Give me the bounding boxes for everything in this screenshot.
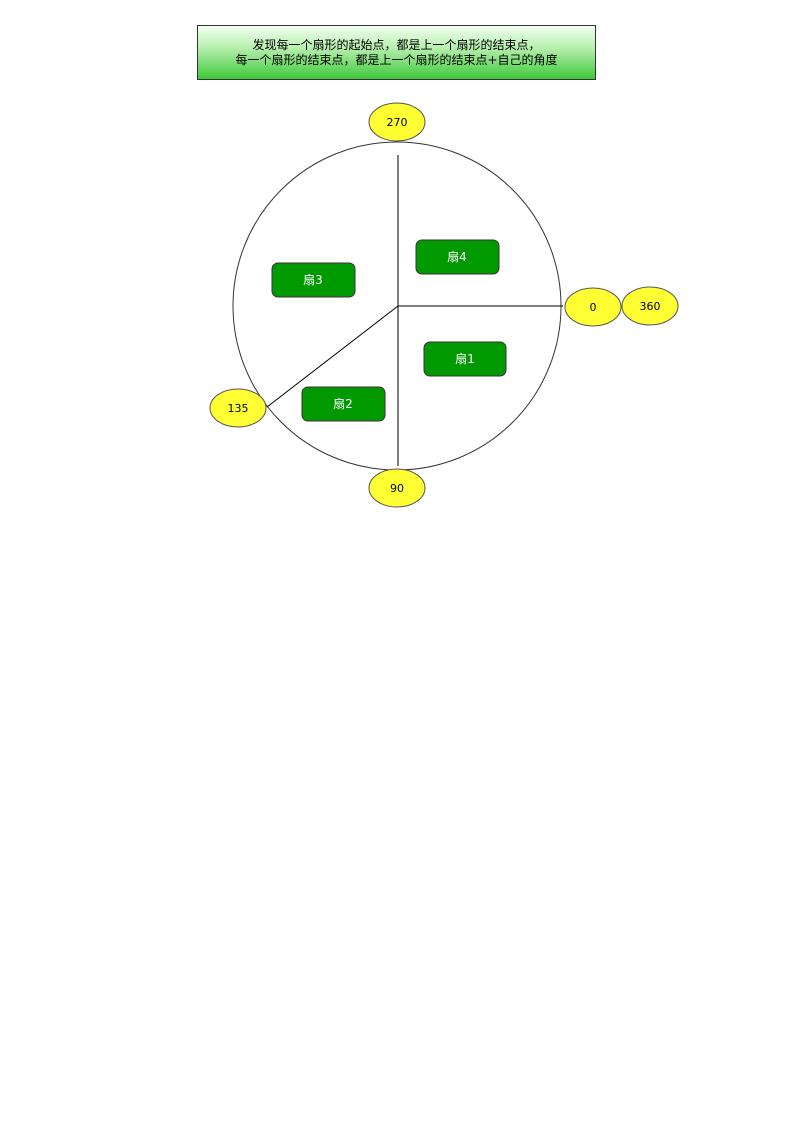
sector-4-text: 扇4 — [447, 249, 467, 264]
sector-2-text: 扇2 — [333, 396, 353, 411]
sector-label-2: 扇2 — [301, 386, 386, 422]
sector-label-4: 扇4 — [415, 239, 500, 275]
angle-label-270: 270 — [387, 116, 408, 129]
135-degree-line — [266, 305, 399, 408]
sector-label-3: 扇3 — [271, 262, 356, 298]
title-line-2: 每一个扇形的结束点，都是上一个扇形的结束点+自己的角度 — [235, 52, 558, 67]
sector-1-text: 扇1 — [455, 351, 475, 366]
angle-oval-270: 270 — [368, 102, 426, 142]
angle-label-135: 135 — [228, 402, 249, 415]
angle-label-360: 360 — [640, 300, 661, 313]
title-line-1: 发现每一个扇形的起始点，都是上一个扇形的结束点， — [252, 37, 541, 52]
sector-label-1: 扇1 — [423, 341, 507, 377]
angle-oval-135: 135 — [209, 388, 267, 428]
sector-3-text: 扇3 — [303, 272, 323, 287]
angle-oval-0: 0 — [564, 287, 622, 327]
angle-oval-90: 90 — [368, 468, 426, 508]
angle-label-0: 0 — [590, 301, 597, 314]
angle-oval-360: 360 — [621, 286, 679, 326]
title-box: 发现每一个扇形的起始点，都是上一个扇形的结束点， 每一个扇形的结束点，都是上一个… — [197, 25, 596, 80]
angle-label-90: 90 — [390, 482, 404, 495]
